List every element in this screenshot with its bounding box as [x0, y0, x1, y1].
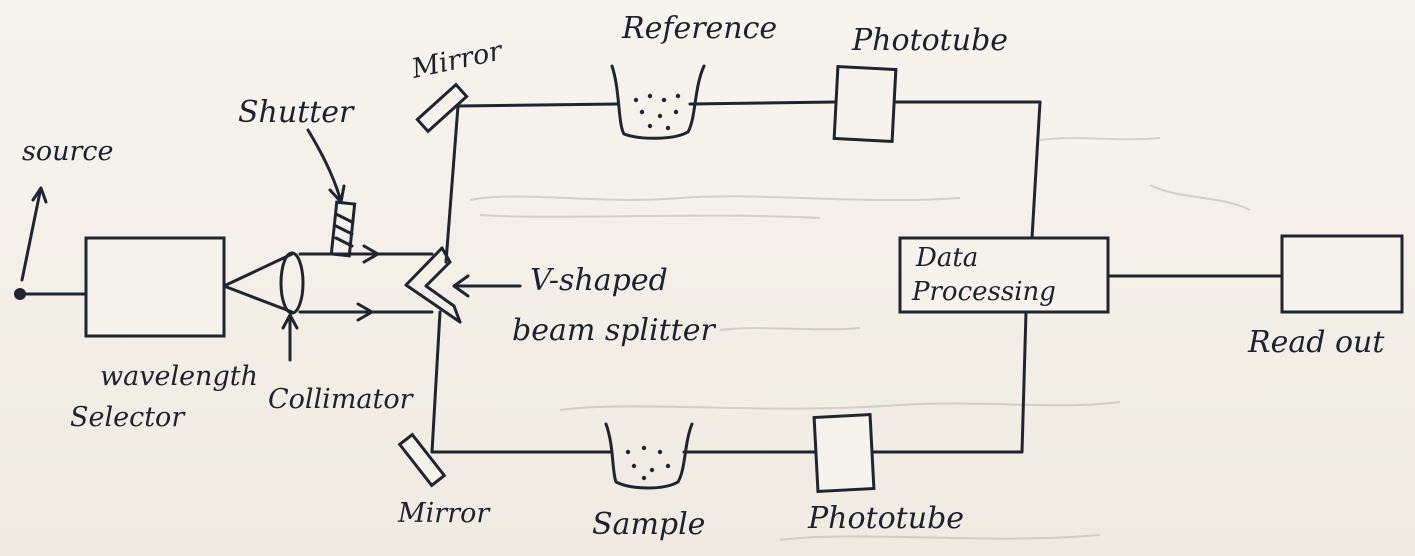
phototube-bottom-label: Phototube	[807, 501, 964, 536]
splitter-arrowhead	[452, 274, 470, 298]
top-path-segment-1	[456, 102, 620, 108]
reference-beaker	[610, 64, 706, 140]
read-out-label: Read out	[1247, 325, 1385, 360]
mirror-top-label: Mirror	[408, 35, 507, 85]
collimator-label: Collimator	[268, 384, 415, 415]
mirror-top-plate	[415, 82, 469, 134]
collimator: Collimator	[268, 251, 415, 415]
beam-splitter-label-line1: V-shaped	[530, 263, 668, 298]
wavelength-selector: wavelength Selector	[70, 236, 258, 433]
wavelength-selector-label-line2: Selector	[70, 402, 186, 433]
top-detector-to-processing	[1030, 100, 1042, 240]
reference-liquid	[633, 93, 681, 131]
shutter-arrowhead	[328, 184, 346, 204]
shutter: Shutter	[238, 95, 357, 258]
data-processing: Data Processing	[898, 236, 1110, 314]
collimator-arrowhead	[281, 313, 299, 330]
top-path-segment-2	[688, 100, 838, 106]
sample-cell: Sample	[592, 422, 705, 542]
reference-path	[456, 100, 1042, 108]
cone-top-line	[222, 252, 294, 288]
read-out: Read out	[1247, 234, 1404, 360]
wavelength-selector-label-line1: wavelength	[100, 361, 258, 392]
mirror-bottom-plate	[397, 432, 447, 488]
phototube-top-box	[832, 64, 898, 144]
shutter-hatching	[334, 212, 354, 248]
sample-label: Sample	[592, 507, 705, 542]
beam-upper-arrow	[362, 244, 380, 264]
sample-beaker	[604, 422, 694, 490]
data-processing-label-line2: Processing	[911, 277, 1056, 307]
source-label: source	[22, 136, 114, 167]
cone-bottom-line	[222, 284, 294, 314]
mirror-bottom: Mirror	[397, 432, 491, 529]
collimator-lens	[279, 251, 305, 315]
phototube-bottom: Phototube	[807, 413, 964, 536]
wavelength-selector-box	[84, 236, 226, 338]
beam-lower-arrow	[356, 302, 374, 322]
sample-liquid	[625, 445, 671, 481]
read-out-box	[1280, 234, 1404, 314]
beam-splitter: V-shaped beam splitter	[404, 246, 716, 348]
phototube-top: Phototube	[832, 23, 1008, 144]
source-pointer-arrow	[20, 190, 42, 282]
shutter-pointer	[306, 128, 342, 200]
source-arrowhead	[31, 186, 48, 204]
splitter-outer-edge	[404, 246, 462, 324]
split-paths	[430, 104, 460, 454]
detector-connections	[1020, 100, 1042, 454]
beam-splitter-label-line2: beam splitter	[512, 313, 716, 348]
splitter-bottom-cap	[452, 304, 462, 324]
reference-cell: Reference	[610, 11, 777, 140]
splitter-inner-edge	[424, 260, 456, 308]
phototube-bottom-box	[812, 413, 876, 493]
collimated-beams	[298, 244, 434, 322]
path-to-top-mirror	[444, 104, 460, 264]
shutter-label: Shutter	[238, 95, 355, 130]
path-to-bottom-mirror	[430, 310, 442, 454]
phototube-top-label: Phototube	[851, 23, 1008, 58]
source-assembly: source	[14, 136, 114, 300]
reference-label: Reference	[621, 11, 777, 46]
beam-cone	[222, 252, 294, 314]
data-processing-label-line1: Data	[915, 243, 978, 273]
mirror-bottom-label: Mirror	[397, 498, 491, 529]
background-bleedthrough	[469, 137, 1251, 541]
bottom-detector-to-processing	[1020, 310, 1028, 454]
